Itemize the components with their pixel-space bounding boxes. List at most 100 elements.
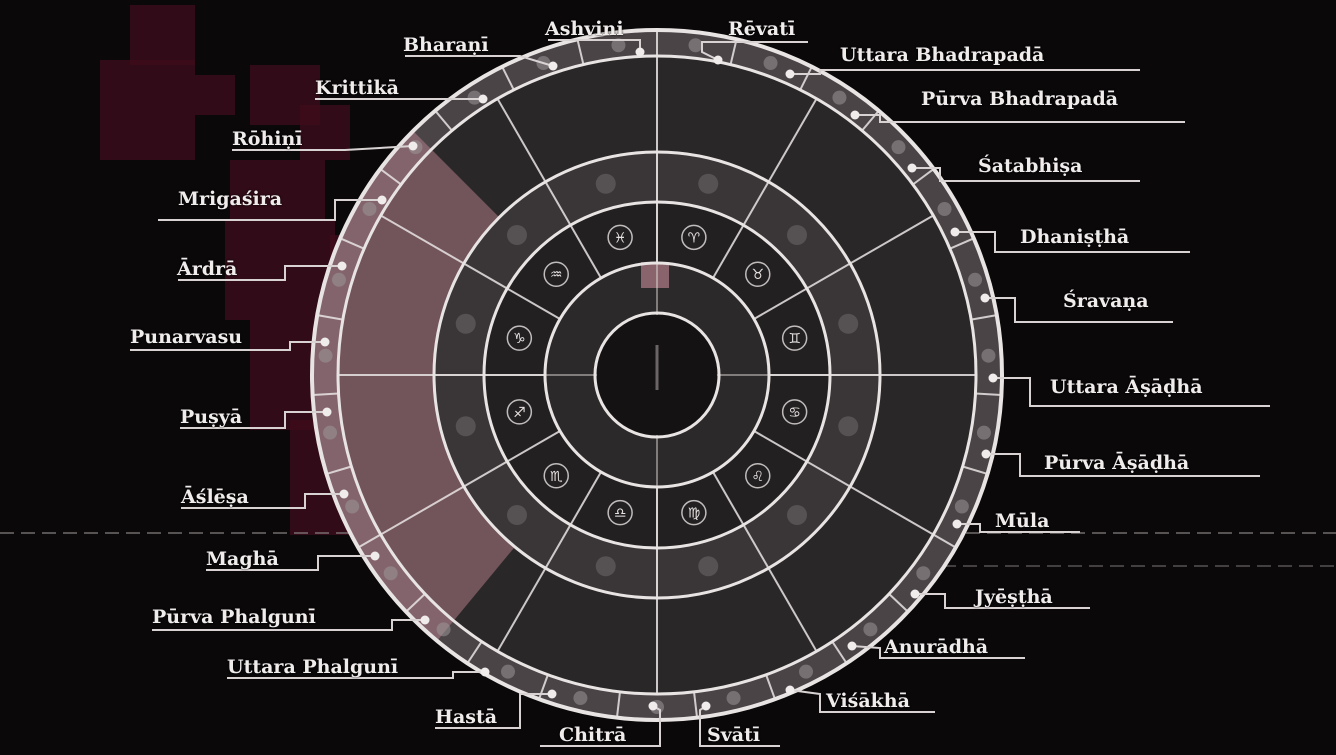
label-mula: Mūla xyxy=(995,510,1049,532)
leo-icon: ♌ xyxy=(751,469,764,485)
leader-dot xyxy=(989,374,998,383)
label-krittika: Krittikā xyxy=(315,77,399,99)
zodiac-figure xyxy=(698,174,718,194)
label-chitra: Chitrā xyxy=(559,724,626,746)
leader-dot xyxy=(848,642,857,651)
label-bharani: Bharaṇī xyxy=(403,34,489,56)
gemini-icon: ♊ xyxy=(788,331,801,347)
nakshatra-symbol xyxy=(977,426,991,440)
label-punarvasu: Punarvasu xyxy=(130,326,242,348)
zodiac-figure xyxy=(507,505,527,525)
leader-dot xyxy=(338,262,347,271)
nakshatra-symbol xyxy=(863,622,877,636)
nakshatra-symbol xyxy=(332,273,346,287)
scorpio-icon: ♏ xyxy=(550,469,563,485)
label-uttara-ashadha: Uttara Āṣāḍhā xyxy=(1050,376,1203,398)
nakshatra-symbol xyxy=(689,38,703,52)
zodiac-figure xyxy=(596,556,616,576)
nakshatra-symbol xyxy=(362,202,376,216)
label-purva-bhadrapada: Pūrva Bhadrapadā xyxy=(921,88,1118,110)
highlight-marker xyxy=(641,262,669,288)
leader-dot xyxy=(649,702,658,711)
capricorn-icon: ♑ xyxy=(513,331,526,347)
leader-dot xyxy=(371,552,380,561)
nakshatra-symbol xyxy=(799,665,813,679)
leader-dot xyxy=(321,338,330,347)
nakshatra-symbol xyxy=(764,56,778,70)
label-jyeshtha: Jyēṣṭhā xyxy=(975,586,1053,608)
leader-dot xyxy=(481,668,490,677)
leader-dot xyxy=(908,164,917,173)
cancer-icon: ♋ xyxy=(788,405,801,421)
nakshatra-symbol xyxy=(573,691,587,705)
zodiac-figure xyxy=(838,416,858,436)
leader-dot xyxy=(479,95,488,104)
leader-dot xyxy=(714,56,723,65)
leader-dot xyxy=(786,686,795,695)
nakshatra-symbol xyxy=(727,691,741,705)
label-uttara-phalguni: Uttara Phalgunī xyxy=(227,656,398,678)
label-dhanishtha: Dhaniṣṭhā xyxy=(1020,226,1129,248)
nakshatra-symbol xyxy=(968,273,982,287)
leader-dot xyxy=(981,294,990,303)
label-purva-ashadha: Pūrva Āṣāḍhā xyxy=(1044,452,1189,474)
background-block xyxy=(130,5,195,65)
nakshatra-symbol xyxy=(345,499,359,513)
background-block xyxy=(100,60,195,160)
label-ashvini: Ashvini xyxy=(545,18,624,40)
leader-dot xyxy=(953,520,962,529)
nakshatra-symbol xyxy=(938,202,952,216)
leader-dot xyxy=(851,111,860,120)
nakshatra-symbol xyxy=(916,566,930,580)
nakshatra-symbol xyxy=(955,499,969,513)
leader-dot xyxy=(421,616,430,625)
leader-dot xyxy=(982,450,991,459)
taurus-icon: ♉ xyxy=(751,267,764,283)
label-shravana: Śravaṇa xyxy=(1063,290,1149,312)
leader-dot xyxy=(340,490,349,499)
zodiac-figure xyxy=(698,556,718,576)
label-mrigashira: Mrigaśira xyxy=(178,188,282,210)
label-svati: Svātī xyxy=(707,724,760,746)
background-block xyxy=(300,105,350,160)
label-anuradha: Anurādhā xyxy=(884,636,988,658)
leader-dot xyxy=(702,702,711,711)
label-revati: Rēvatī xyxy=(728,18,795,40)
label-vishakha: Viśākhā xyxy=(826,690,910,712)
background-block xyxy=(195,75,235,115)
zodiac-figure xyxy=(456,416,476,436)
nakshatra-symbol xyxy=(501,665,515,679)
label-uttara-bhadrapada: Uttara Bhadrapadā xyxy=(840,44,1044,66)
zodiac-figure xyxy=(456,314,476,334)
label-magha: Maghā xyxy=(206,548,279,570)
leader-dot xyxy=(911,590,920,599)
label-ardra: Ārdrā xyxy=(177,258,237,280)
zodiac-figure xyxy=(787,225,807,245)
zodiac-figure xyxy=(596,174,616,194)
label-shatabhisha: Śatabhiṣa xyxy=(978,155,1082,177)
nakshatra-symbol xyxy=(384,566,398,580)
nakshatra-symbol xyxy=(437,622,451,636)
sagittarius-icon: ♐ xyxy=(513,405,526,421)
aquarius-icon: ♒ xyxy=(550,267,563,283)
leader-dot xyxy=(548,690,557,699)
zodiac-figure xyxy=(507,225,527,245)
zodiac-figure xyxy=(787,505,807,525)
nakshatra-symbol xyxy=(319,349,333,363)
leader-dot xyxy=(323,408,332,417)
leader-dot xyxy=(951,228,960,237)
aries-icon: ♈ xyxy=(688,230,701,246)
leader-dot xyxy=(786,70,795,79)
leader-dot xyxy=(549,62,558,71)
label-ashlesha: Āślēṣa xyxy=(181,486,249,508)
virgo-icon: ♍ xyxy=(688,506,701,522)
leader-dot xyxy=(409,142,418,151)
nakshatra-symbol xyxy=(891,140,905,154)
libra-icon: ♎ xyxy=(614,506,627,522)
nakshatra-symbol xyxy=(323,426,337,440)
nakshatra-symbol xyxy=(981,349,995,363)
nakshatra-symbol xyxy=(832,91,846,105)
label-rohini: Rōhiṇī xyxy=(232,128,303,150)
leader-dot xyxy=(378,196,387,205)
